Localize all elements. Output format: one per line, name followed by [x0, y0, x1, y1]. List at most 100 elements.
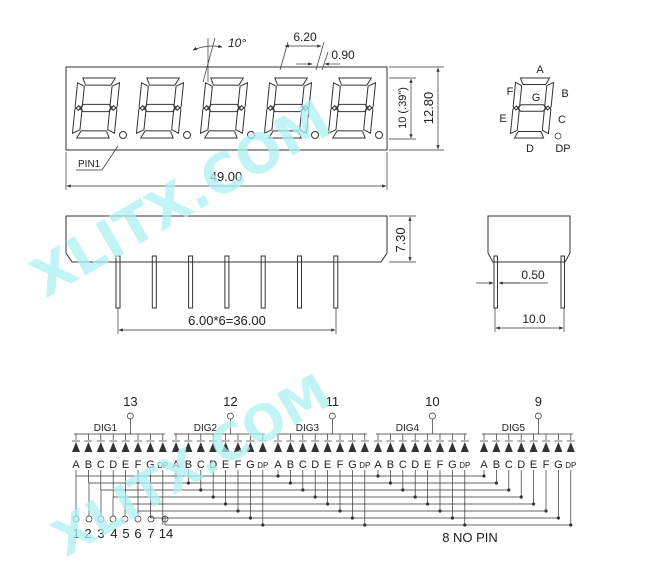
segment-pin-label: C	[97, 459, 105, 471]
front-digit-4	[263, 77, 313, 139]
segment-pin-label: C	[299, 459, 307, 471]
segment-c	[541, 105, 552, 135]
segment-g	[207, 103, 241, 113]
pin1-label: PIN1	[78, 159, 101, 170]
diode-symbol	[480, 442, 488, 452]
pin-terminal	[72, 515, 80, 523]
end-view: 0.50 10.0	[476, 215, 571, 332]
side-pin	[333, 255, 339, 309]
legend-letter-b: B	[561, 88, 568, 100]
segment-pin-label: B	[85, 459, 92, 471]
segment-pin-label: A	[172, 459, 180, 471]
legend-letter-c: C	[558, 114, 566, 126]
segment-c	[363, 104, 374, 135]
digit-height-label: 10 (.39")	[397, 87, 409, 129]
segment-pin-label: E	[122, 459, 129, 471]
pin-terminal	[121, 515, 129, 523]
legend-letter-d: D	[526, 143, 534, 155]
segment-a	[274, 77, 309, 86]
end-body-outline	[487, 215, 571, 263]
end-pin-left	[493, 255, 498, 309]
pin-number: 1	[72, 526, 79, 541]
legend-letter-dp: DP	[555, 143, 570, 155]
pin-number: 7	[147, 526, 154, 541]
digit-pitch-label: 6.20	[293, 30, 317, 44]
digit-common-pin-number: 10	[425, 394, 439, 409]
front-digit-5	[327, 77, 377, 139]
side-body-outline	[65, 215, 388, 263]
segment-e	[199, 104, 211, 135]
diode-symbol	[286, 442, 295, 452]
diode-symbol	[492, 442, 501, 452]
segment-pin-label: E	[424, 459, 431, 471]
digit-common-pin-number: 11	[326, 394, 340, 409]
segment-pin-label: D	[517, 459, 525, 471]
segment-pin-label: C	[505, 459, 513, 471]
diode-symbol	[460, 442, 469, 452]
segment-pin-label: C	[197, 459, 205, 471]
segment-g	[143, 103, 177, 113]
front-digit-dp	[183, 131, 191, 139]
segment-pin-label: D	[209, 459, 217, 471]
front-digit-dp	[375, 131, 383, 139]
segment-pin-label: F	[337, 459, 344, 471]
diode-symbol	[274, 442, 282, 452]
end-pin-right	[560, 255, 565, 309]
segment-pin-label: F	[437, 459, 444, 471]
segment-g	[271, 103, 305, 113]
side-pin	[260, 255, 266, 309]
junction-dot	[569, 523, 573, 527]
segment-g	[79, 103, 113, 113]
pin-terminal	[161, 515, 169, 523]
segment-pin-label: D	[411, 459, 419, 471]
digit-label: DIG5	[502, 423, 526, 434]
segment-a	[519, 77, 551, 85]
diode-symbol	[134, 442, 142, 452]
body-height-label: 7.30	[393, 227, 408, 252]
front-digit-dp	[119, 131, 127, 139]
segment-g	[516, 104, 548, 112]
diode-symbol	[196, 442, 205, 452]
segment-pin-label: DP	[257, 461, 268, 470]
pin-terminal	[85, 515, 93, 523]
diode-symbol	[517, 442, 526, 452]
segment-pin-label: G	[448, 459, 457, 471]
segment-d	[267, 130, 302, 139]
diode-symbol	[411, 442, 420, 452]
front-digit-dp	[247, 131, 255, 139]
pin-terminal	[134, 515, 142, 523]
diode-symbol	[504, 442, 513, 452]
segment-e	[327, 104, 339, 135]
end-width-label: 10.0	[522, 312, 546, 326]
diode-symbol	[398, 442, 407, 452]
segment-a	[146, 77, 181, 86]
side-pin	[151, 255, 157, 309]
segment-pin-label: E	[324, 459, 331, 471]
digit-common-pin-terminal	[127, 412, 134, 420]
segment-pin-label: E	[222, 459, 229, 471]
segment-pin-label: D	[311, 459, 319, 471]
diode-symbol	[84, 442, 93, 452]
segment-e	[135, 104, 147, 135]
digit-label: DIG4	[396, 423, 420, 434]
pin-terminal	[109, 515, 117, 523]
digit-common-pin-number: 12	[223, 394, 237, 409]
segment-e	[263, 104, 275, 135]
diode-symbol	[448, 442, 457, 452]
diode-symbol	[172, 442, 180, 452]
segment-b	[544, 81, 555, 111]
digit-label: DIG2	[194, 423, 218, 434]
digit-common-pin-number: 9	[535, 394, 542, 409]
segment-pin-label: G	[554, 459, 563, 471]
front-digit-1	[71, 77, 121, 139]
diode-symbol	[374, 442, 382, 452]
segment-pin-label: DP	[565, 461, 576, 470]
front-digit-dp	[311, 131, 319, 139]
legend-letter-a: A	[536, 64, 544, 76]
pin-number: 6	[134, 526, 141, 541]
digit-common-pin-terminal	[429, 412, 436, 420]
